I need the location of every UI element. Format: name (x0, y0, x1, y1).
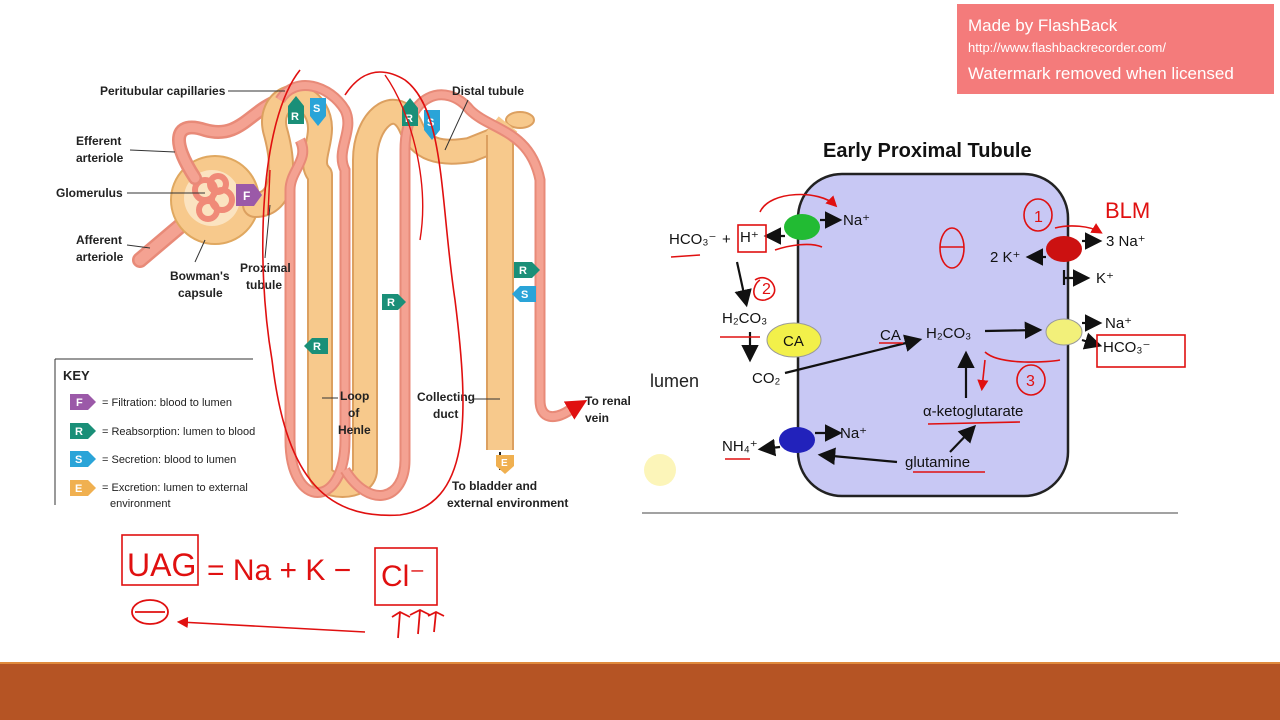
nephron-labels: Peritubular capillaries Efferent arterio… (56, 84, 631, 510)
label-glutamine: glutamine (905, 454, 970, 471)
badge-e: E (501, 458, 508, 469)
label-renal-1: To renal (585, 394, 631, 408)
tubule-diagram: Early Proximal Tubule lumen CA (642, 140, 1178, 514)
watermark-line-3: Watermark removed when licensed (968, 64, 1234, 83)
label-bladder-2: external environment (447, 496, 568, 510)
label-peritubular: Peritubular capillaries (100, 84, 226, 98)
label-afferent-1: Afferent (76, 233, 122, 247)
label-collecting-1: Collecting (417, 390, 475, 404)
label-co2: CO₂ (752, 370, 781, 387)
label-h2co3-right: H₂CO₃ (926, 325, 971, 342)
key-text-s: = Secretion: blood to lumen (102, 454, 236, 466)
nhe-transporter (784, 214, 820, 240)
badge-r-5: R (519, 265, 527, 277)
leader-lines (126, 90, 500, 400)
label-hco3-right: HCO₃⁻ (1103, 339, 1150, 356)
process-badges: F R S R S R R R S E (236, 96, 540, 474)
ink-num-1: 1 (1034, 209, 1043, 226)
ca-enzyme-label: CA (783, 333, 804, 350)
label-proximal-1: Proximal (240, 261, 291, 275)
label-na-top: Na⁺ (843, 212, 870, 229)
formula-cl: Cl⁻ (381, 560, 425, 593)
formula-eq: = Na + K − (207, 554, 351, 587)
label-efferent-2: arteriole (76, 151, 124, 165)
label-efferent-1: Efferent (76, 134, 121, 148)
key-text-f: = Filtration: blood to lumen (102, 397, 232, 409)
ink-formula: UAG = Na + K − Cl⁻ (121, 534, 445, 639)
ink-text: 1 2 3 BLM (762, 198, 1150, 390)
ink-num-3: 3 (1026, 373, 1035, 390)
footer-band (0, 664, 1280, 720)
key-text-e: = Excretion: lumen to external (102, 482, 248, 494)
lumen-label: lumen (650, 371, 699, 391)
badge-r-4: R (313, 341, 321, 353)
key-badge-f: F (76, 397, 83, 409)
label-loop-3: Henle (338, 423, 371, 437)
key-badge-r: R (75, 426, 83, 438)
watermark-line-2: http://www.flashbackrecorder.com/ (968, 40, 1166, 55)
badge-r-3: R (387, 297, 395, 309)
label-h2co3-left: H₂CO₃ (722, 310, 767, 327)
label-glomerulus: Glomerulus (56, 186, 123, 200)
label-h-plus: H⁺ (740, 229, 759, 246)
ca-enzyme (766, 322, 822, 358)
label-k: K⁺ (1096, 270, 1114, 287)
key-title: KEY (63, 368, 90, 383)
key-badge-e: E (75, 483, 82, 495)
ink-loop-circle (262, 69, 464, 517)
label-aketo: α-ketoglutarate (923, 403, 1023, 420)
label-plus: + (722, 231, 731, 248)
tubule-title: Early Proximal Tubule (823, 140, 1032, 162)
badge-r-1: R (291, 111, 299, 123)
nbc-transporter (1045, 318, 1083, 346)
key-box: KEY F = Filtration: blood to lumen R = R… (54, 358, 255, 510)
label-distal: Distal tubule (452, 84, 524, 98)
formula-uag: UAG (127, 547, 196, 583)
ink-num-2: 2 (762, 281, 771, 298)
flashback-watermark: Made by FlashBack http://www.flashbackre… (957, 4, 1274, 94)
label-renal-2: vein (585, 411, 609, 425)
label-na-right: Na⁺ (1105, 315, 1132, 332)
key-text-e-2: environment (110, 498, 171, 510)
key-text-r: = Reabsorption: lumen to blood (102, 426, 255, 438)
label-ca-inside: CA (880, 327, 901, 344)
label-bowman-1: Bowman's (170, 269, 230, 283)
badge-f: F (243, 189, 250, 203)
key-badge-s: S (75, 454, 82, 466)
label-hco3-left: HCO₃⁻ (669, 231, 716, 248)
badge-s-1: S (313, 103, 320, 115)
ink-annotations (670, 193, 1186, 473)
badge-r-2: R (405, 113, 413, 125)
label-afferent-2: arteriole (76, 250, 124, 264)
label-nh4: NH₄⁺ (722, 438, 758, 455)
label-3na: 3 Na⁺ (1106, 233, 1146, 250)
label-2k: 2 K⁺ (990, 249, 1020, 266)
label-bowman-2: capsule (178, 286, 223, 300)
label-na-bottom: Na⁺ (840, 425, 867, 442)
cursor-highlight (644, 454, 676, 486)
nh4-transporter (779, 427, 815, 453)
na-k-atpase (1046, 236, 1082, 262)
label-loop-1: Loop (340, 389, 369, 403)
label-bladder-1: To bladder and (452, 479, 537, 493)
watermark-line-1: Made by FlashBack (968, 16, 1118, 35)
badge-s-3: S (521, 289, 528, 301)
ink-blm: BLM (1105, 198, 1150, 223)
label-loop-2: of (348, 406, 360, 420)
glomerulus (192, 173, 235, 222)
label-collecting-2: duct (433, 407, 458, 421)
